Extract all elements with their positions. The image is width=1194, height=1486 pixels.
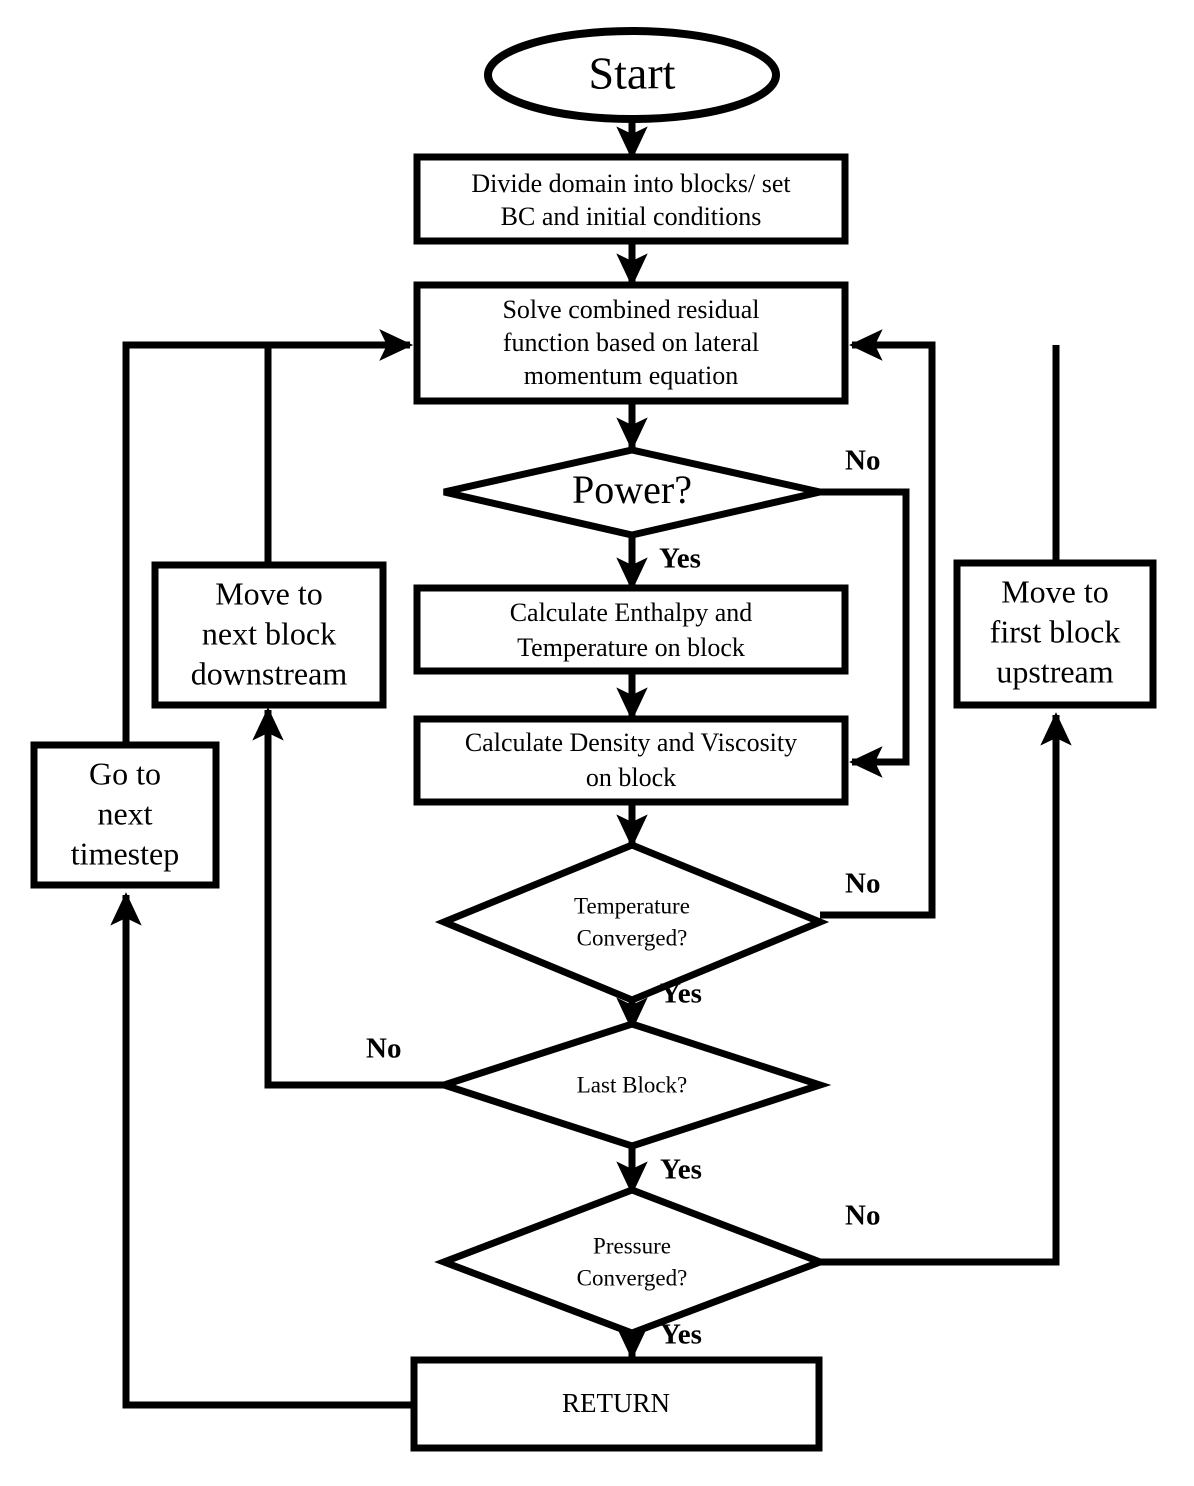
tempconv-line2: Converged? [577, 925, 688, 950]
node-start[interactable]: Start [484, 27, 780, 123]
density-box [413, 715, 849, 806]
enthalpy-box [413, 584, 849, 675]
tempconv-diamond [434, 841, 830, 1004]
moveup-line3: upstream [996, 653, 1113, 689]
solve-line2: function based on lateral [503, 328, 759, 357]
edge-return-to-timestep [110, 892, 413, 1409]
edge-lastblock-no-to-movedown [252, 707, 444, 1089]
pressconv-line2: Converged? [577, 1265, 688, 1290]
timestep-box [30, 741, 220, 889]
node-go-next-timestep[interactable]: Go to next timestep [30, 741, 220, 889]
node-move-first-block-upstream[interactable]: Move to first block upstream [953, 559, 1157, 709]
moveup-line1: Move to [1001, 573, 1109, 609]
moveup-box [953, 559, 1157, 709]
start-oval [484, 27, 780, 123]
pressconv-diamond [434, 1186, 830, 1337]
label-lastblock-yes: Yes [660, 1154, 702, 1186]
divide-line2: BC and initial conditions [501, 202, 762, 231]
timestep-line1: Go to [89, 755, 161, 791]
solve-line1: Solve combined residual [502, 295, 759, 324]
edge-movedown-to-solve [264, 329, 413, 565]
movedown-line2: next block [202, 615, 336, 651]
label-lastblock-no: No [366, 1033, 401, 1065]
pressconv-line1: Pressure [593, 1233, 671, 1258]
timestep-line3: timestep [71, 835, 179, 871]
node-calculate-density[interactable]: Calculate Density and Viscosity on block [413, 715, 849, 806]
node-temperature-converged[interactable]: Temperature Converged? [434, 841, 830, 1004]
movedown-box [151, 561, 387, 709]
movedown-line1: Move to [215, 575, 323, 611]
density-line1: Calculate Density and Viscosity [465, 728, 797, 757]
edge-pressconv-no-to-moveup [820, 712, 1072, 1266]
label-pressconv-no: No [845, 1200, 880, 1232]
power-label: Power? [572, 467, 692, 512]
tempconv-line1: Temperature [574, 893, 690, 918]
node-divide-domain[interactable]: Divide domain into blocks/ set BC and in… [413, 153, 849, 245]
node-pressure-converged[interactable]: Pressure Converged? [434, 1186, 830, 1337]
divide-box [413, 153, 849, 245]
lastblock-diamond [432, 1020, 832, 1150]
solve-box [413, 281, 849, 405]
node-move-next-block-downstream[interactable]: Move to next block downstream [151, 561, 387, 709]
edge-timestep-to-solve [122, 329, 413, 745]
power-diamond [443, 446, 821, 539]
edge-tempconv-no-to-solve [820, 329, 936, 919]
node-last-block[interactable]: Last Block? [432, 1020, 832, 1150]
label-tempconv-no: No [845, 868, 880, 900]
node-power-decision[interactable]: Power? [443, 446, 821, 539]
enthalpy-line2: Temperature on block [517, 633, 745, 662]
node-calculate-enthalpy[interactable]: Calculate Enthalpy and Temperature on bl… [413, 584, 849, 675]
lastblock-label: Last Block? [577, 1072, 688, 1097]
node-solve-residual[interactable]: Solve combined residual function based o… [413, 281, 849, 405]
return-label: RETURN [562, 1388, 670, 1418]
enthalpy-line1: Calculate Enthalpy and [510, 598, 753, 627]
label-power-yes: Yes [659, 543, 701, 575]
edge-power-no-to-density [820, 488, 910, 778]
divide-line1: Divide domain into blocks/ set [471, 169, 791, 198]
label-pressconv-yes: Yes [660, 1319, 702, 1351]
label-tempconv-yes: Yes [660, 978, 702, 1010]
density-line2: on block [586, 763, 676, 792]
return-box [410, 1356, 823, 1452]
timestep-line2: next [97, 795, 152, 831]
node-return[interactable]: RETURN [410, 1356, 823, 1452]
label-power-no: No [845, 445, 880, 477]
solve-line3: momentum equation [524, 361, 738, 390]
moveup-line2: first block [990, 613, 1121, 649]
start-label: Start [589, 48, 676, 99]
movedown-line3: downstream [191, 655, 348, 691]
